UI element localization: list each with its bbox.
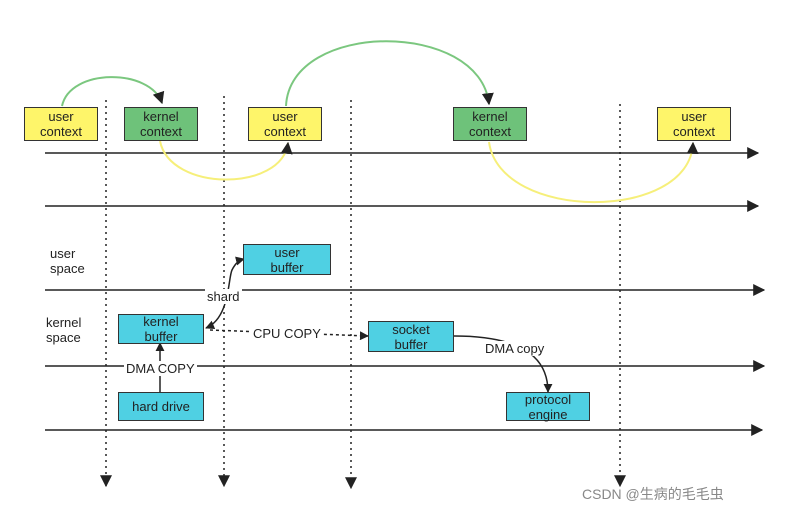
shard-label: shard — [205, 289, 242, 304]
yellow-arc-2 — [488, 141, 699, 203]
kernel-context-box-2: kernel context — [453, 107, 527, 141]
kernel-buffer-box: kernel buffer — [118, 314, 204, 344]
kernel-space-label: kernel space — [46, 315, 82, 345]
cpu-copy-label: CPU COPY — [251, 326, 323, 341]
kernel-context-box-1: kernel context — [124, 107, 198, 141]
user-context-box-3: user context — [657, 107, 731, 141]
user-space-label: user space — [50, 246, 85, 276]
socket-buffer-box: socket buffer — [368, 321, 454, 352]
shard-arrow — [205, 256, 245, 330]
yellow-arc-1 — [159, 140, 293, 181]
dma-copy-lower-label: DMA copy — [483, 341, 547, 356]
hard-drive-box: hard drive — [118, 392, 204, 421]
user-context-box-1: user context — [24, 107, 98, 141]
green-arc-1 — [61, 76, 165, 107]
dma-copy-upper-label: DMA COPY — [124, 361, 197, 376]
user-buffer-box: user buffer — [243, 244, 331, 275]
watermark-label: CSDN @生病的毛毛虫 — [582, 486, 724, 502]
protocol-engine-box: protocol engine — [506, 392, 590, 422]
green-arc-2 — [285, 40, 494, 107]
user-context-box-2: user context — [248, 107, 322, 141]
